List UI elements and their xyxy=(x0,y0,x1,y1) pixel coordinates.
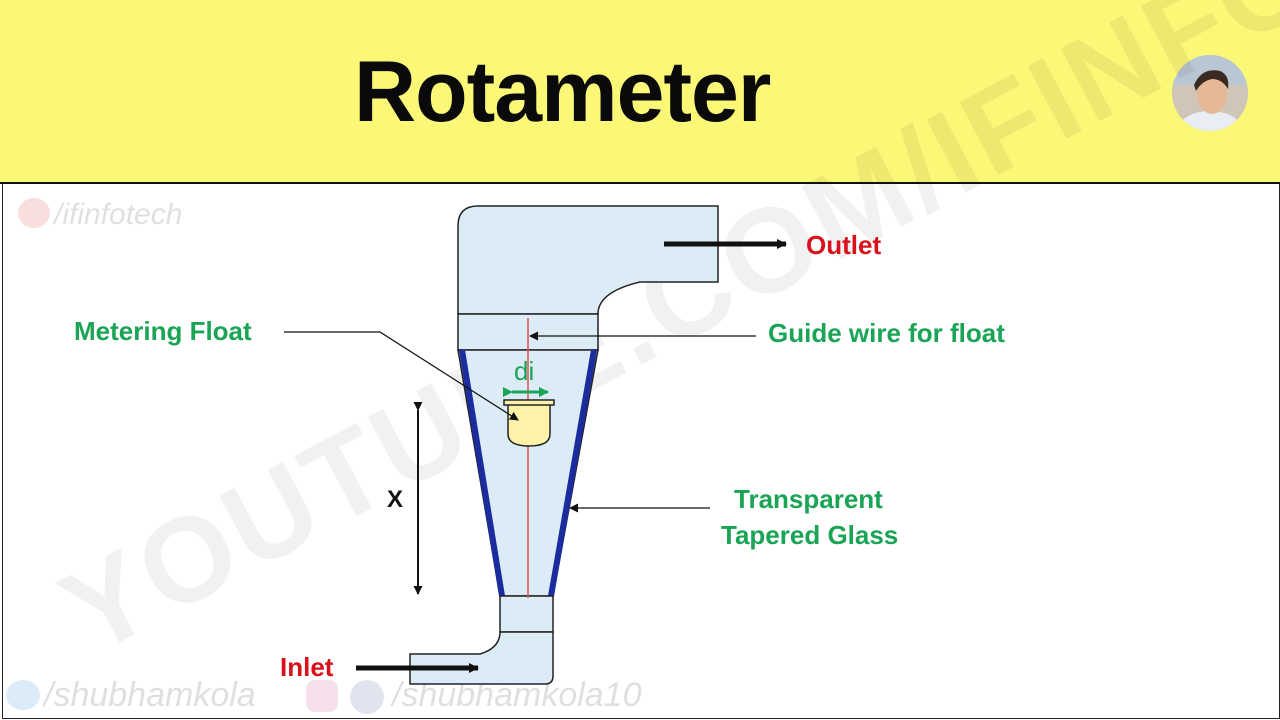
lower-section xyxy=(499,595,554,633)
metering-float xyxy=(507,403,551,447)
header-banner: Rotameter xyxy=(0,0,1280,184)
inlet-elbow xyxy=(409,631,554,685)
metering-float-leader xyxy=(284,331,519,421)
guide-wire-label: Guide wire for float xyxy=(768,318,1005,348)
youtube-icon xyxy=(18,198,50,228)
glass-left-edge xyxy=(459,349,505,597)
instagram-icon xyxy=(306,680,338,712)
inlet-label: Inlet xyxy=(280,652,334,682)
page-title: Rotameter xyxy=(354,44,771,140)
twitter-icon xyxy=(6,680,40,710)
channel-watermark: /ifinfotech xyxy=(54,198,183,231)
facebook-icon xyxy=(350,680,384,714)
tapered-glass-label-line2: Tapered Glass xyxy=(721,520,899,550)
di-label: di xyxy=(514,356,535,386)
tapered-glass-label-line1: Transparent xyxy=(734,484,883,514)
metering-float-label: Metering Float xyxy=(74,316,252,346)
x-label: X xyxy=(387,486,404,513)
twitter-watermark: /shubhamkola xyxy=(44,676,256,714)
float-cap xyxy=(503,399,555,406)
glass-right-edge xyxy=(548,349,597,597)
outlet-elbow xyxy=(457,205,719,315)
outlet-label: Outlet xyxy=(806,230,882,260)
